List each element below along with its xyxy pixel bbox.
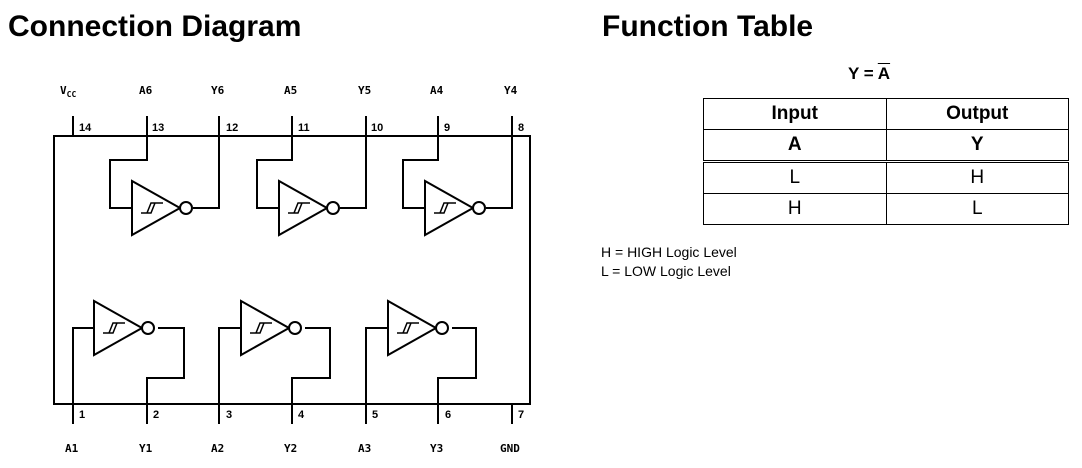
pin-label-gnd: GND [500,442,520,455]
pin-number-2: 2 [153,409,159,421]
pin-number-8: 8 [518,122,524,134]
schmitt-inverter-gate-5 [278,179,340,237]
pin-number-7: 7 [518,409,524,421]
equation-input-inverted: A [877,64,891,83]
schmitt-inverter-gate-3 [387,299,449,357]
pin-label-vcc: VCC [60,84,76,99]
pin-label-y6: Y6 [211,84,225,97]
pin-number-11: 11 [298,122,310,134]
pin-label-y2: Y2 [284,442,297,455]
equation-output: Y [848,64,860,83]
note-high: H = HIGH Logic Level [601,244,737,260]
pin-number-13: 13 [152,122,164,134]
pin-label-a4: A4 [430,84,444,97]
table-cell: H [885,161,1069,194]
pin-number-5: 5 [372,409,378,421]
function-table: Input Output A Y L H H L [703,98,1069,225]
pin-label-a5: A5 [284,84,297,97]
pin-label-y1: Y1 [139,442,153,455]
logic-equation: Y = A [848,64,890,84]
pin-number-6: 6 [445,409,451,421]
column-header-y: Y [885,129,1069,163]
pin-label-a2: A2 [211,442,224,455]
bottom-pin-leads [72,404,513,424]
pin-number-14: 14 [79,122,92,134]
connection-diagram-title: Connection Diagram [8,10,302,43]
legend-notes: H = HIGH Logic Level L = LOW Logic Level [601,243,737,281]
pin-number-12: 12 [226,122,238,134]
pin-label-y3: Y3 [430,442,443,455]
schmitt-inverter-gate-2 [240,299,302,357]
pin-label-a6: A6 [139,84,153,97]
pin-label-y4: Y4 [504,84,518,97]
group-header-output: Output [885,98,1069,130]
function-table-title: Function Table [602,10,814,43]
pin-number-1: 1 [79,409,85,421]
pin-number-10: 10 [371,122,383,134]
table-cell: L [703,161,887,194]
group-header-input: Input [703,98,887,130]
internal-wiring [72,136,513,404]
pin-label-y5: Y5 [358,84,371,97]
equation-equals: = [859,64,878,83]
column-header-a: A [703,129,887,163]
pin-number-9: 9 [444,122,450,134]
schmitt-inverter-gate-4 [424,179,486,237]
schmitt-inverter-gate-1 [93,299,155,357]
table-group-header-row: Input Output [703,98,1069,130]
table-column-header-row: A Y [703,129,1069,163]
connection-diagram: VCC A6 Y6 A5 Y5 A4 Y4 14 13 12 11 10 9 8… [53,84,531,455]
top-pin-leads [72,116,513,136]
note-low: L = LOW Logic Level [601,263,731,279]
pin-label-a1: A1 [65,442,79,455]
schmitt-inverter-gate-6 [131,179,193,237]
table-row: H L [703,193,1069,225]
pin-number-4: 4 [298,409,305,421]
table-cell: L [885,193,1069,225]
table-row: L H [703,161,1069,194]
ic-package-outline [53,135,531,405]
table-cell: H [703,193,887,225]
pin-number-3: 3 [226,409,232,421]
pin-label-a3: A3 [358,442,371,455]
